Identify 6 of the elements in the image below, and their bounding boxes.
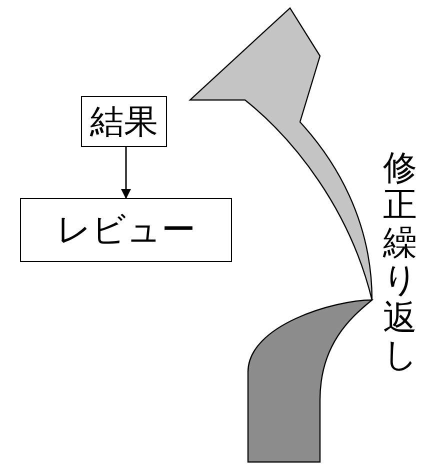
vertical-label: 修正繰り返し [383,150,417,374]
process-box [81,96,167,147]
process-box [20,198,232,262]
arrow [121,147,131,199]
box-label: 結果 [90,100,158,144]
box-label: レビュー [56,209,196,252]
